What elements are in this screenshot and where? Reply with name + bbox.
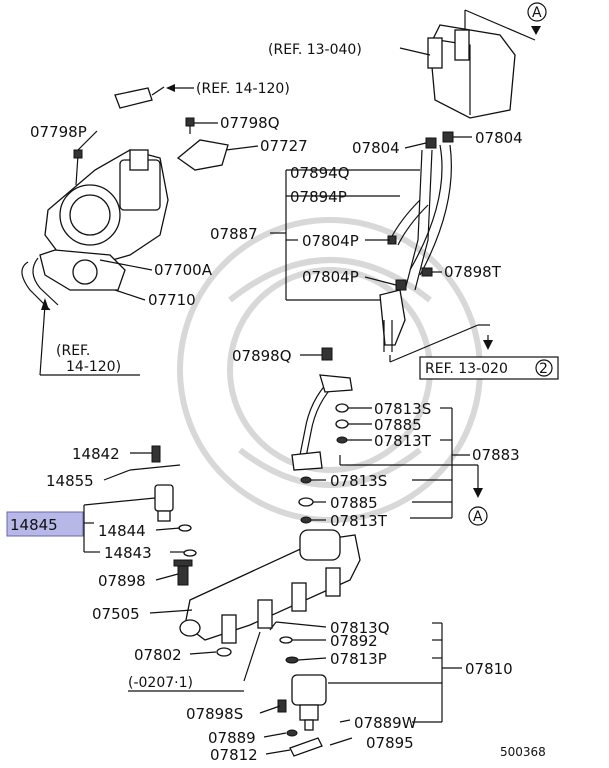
part-labels: 07798P 07798Q 07727 07700A 07710 07804 0…: [30, 114, 523, 530]
highlighted-part-14845[interactable]: 14845: [6, 511, 84, 537]
label-07813T-upper[interactable]: 07813T: [374, 432, 432, 450]
label-07813Q[interactable]: 07813Q: [330, 619, 390, 637]
label-07804-left[interactable]: 07804: [352, 139, 400, 157]
label-07505[interactable]: 07505: [92, 605, 140, 623]
label-07892[interactable]: 07892: [330, 632, 378, 650]
diagram-id: 500368: [500, 745, 546, 759]
connection-marker-a-top: A: [527, 2, 547, 22]
label-07804P-upper[interactable]: 07804P: [302, 232, 359, 250]
pressure-sensor: [129, 445, 197, 557]
ref-14-120-top[interactable]: (REF. 14-120): [196, 81, 290, 97]
label-07894P[interactable]: 07894P: [290, 188, 347, 206]
throttle-body-assembly: [21, 87, 229, 311]
label-07898S[interactable]: 07898S: [186, 705, 243, 723]
label-07700A[interactable]: 07700A: [154, 261, 213, 279]
label-07894Q[interactable]: 07894Q: [290, 164, 350, 182]
connection-marker-a-bottom: A: [468, 506, 488, 526]
label-07895[interactable]: 07895: [366, 734, 414, 752]
label-07813S-upper[interactable]: 07813S: [374, 400, 431, 418]
label-14842[interactable]: 14842: [72, 445, 120, 463]
label-14845[interactable]: 14845: [10, 516, 58, 534]
label-07813S-lower[interactable]: 07813S: [330, 472, 387, 490]
part-labels-lower: 14844 14843 07898 07505 07802 07813Q 078…: [92, 522, 513, 764]
label-07798Q[interactable]: 07798Q: [220, 114, 280, 132]
fuel-rail: [173, 529, 361, 657]
vacuum-hoses: [321, 144, 452, 361]
leader-lines: [77, 47, 472, 755]
label-07710[interactable]: 07710: [148, 291, 196, 309]
label-07889[interactable]: 07889: [208, 729, 256, 747]
label-07812[interactable]: 07812: [210, 746, 258, 764]
label-14855[interactable]: 14855: [46, 472, 94, 490]
label-07885-upper[interactable]: 07885: [374, 416, 422, 434]
label-07804-right[interactable]: 07804: [475, 129, 523, 147]
label-07883[interactable]: 07883: [472, 446, 520, 464]
label-07887[interactable]: 07887: [210, 225, 258, 243]
ref-14-120-left-line2[interactable]: 14-120): [66, 359, 121, 375]
label-07898[interactable]: 07898: [98, 572, 146, 590]
washers-and-seals: [298, 403, 349, 524]
fuel-injector: [269, 621, 353, 757]
label-07889W[interactable]: 07889W: [354, 714, 417, 732]
label-07810[interactable]: 07810: [465, 660, 513, 678]
label-14844[interactable]: 14844: [98, 522, 146, 540]
canister-assembly: [425, 24, 516, 149]
label-07813T-lower[interactable]: 07813T: [330, 512, 388, 530]
ref-13-040[interactable]: (REF. 13-040): [268, 42, 362, 58]
label-07802[interactable]: 07802: [134, 646, 182, 664]
reference-arrows: [39, 9, 541, 498]
label-07804P-lower[interactable]: 07804P: [302, 268, 359, 286]
label-07813P[interactable]: 07813P: [330, 650, 387, 668]
reference-labels: (REF. 13-040) (REF. 14-120) (REF. 14-120…: [40, 42, 559, 692]
fuel-pressure-line: [291, 374, 353, 471]
label-07898T[interactable]: 07898T: [444, 263, 502, 281]
date-range-note: (-0207·1): [128, 675, 193, 691]
label-07885-lower[interactable]: 07885: [330, 494, 378, 512]
label-07798P[interactable]: 07798P: [30, 123, 87, 141]
label-07727[interactable]: 07727: [260, 137, 308, 155]
ref-14-120-left-line1[interactable]: (REF.: [56, 343, 90, 359]
ref-13-020[interactable]: REF. 13-020: [425, 361, 508, 377]
ref-13-020-circle-number: 2: [539, 361, 548, 377]
marker-a-top-letter: A: [532, 5, 542, 21]
label-14843[interactable]: 14843: [104, 544, 152, 562]
label-07898Q[interactable]: 07898Q: [232, 347, 292, 365]
marker-a-bottom-letter: A: [473, 509, 483, 525]
